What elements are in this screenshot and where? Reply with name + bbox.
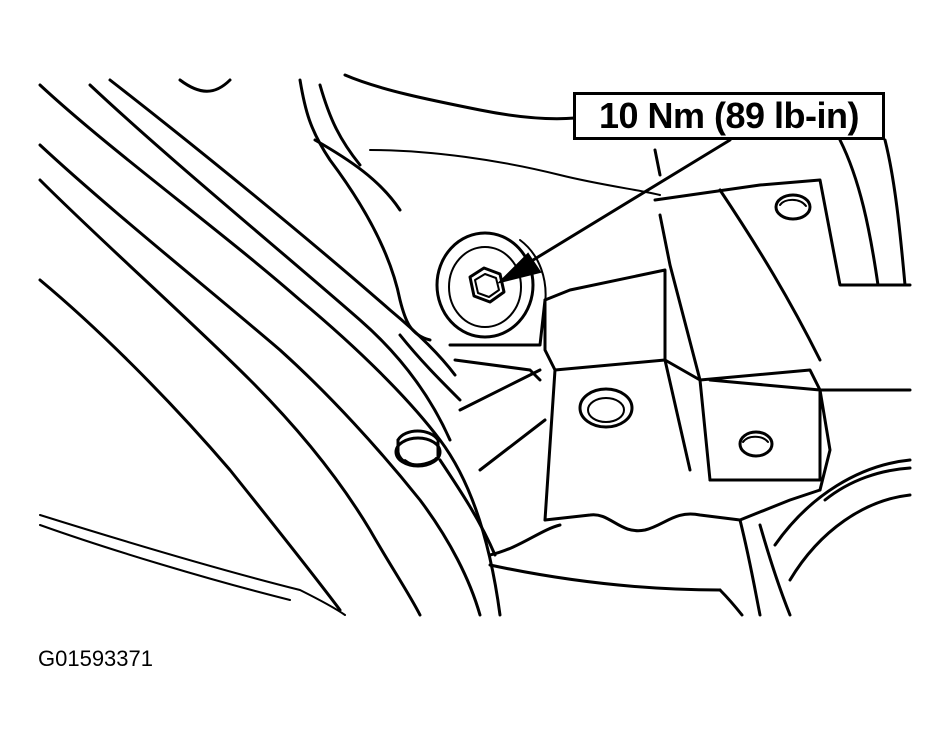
upper-housing (178, 73, 907, 342)
support-arm (38, 78, 502, 617)
mounting-bracket (653, 178, 912, 482)
bolt-boss (435, 231, 547, 339)
figure-id: G01593371 (38, 646, 153, 671)
lower-block (448, 268, 822, 533)
callout-leader-arrow (496, 138, 732, 284)
torque-spec-callout: 10 Nm (89 lb-in) (573, 92, 885, 140)
hex-bolt-icon (468, 266, 506, 304)
lower-housing (398, 333, 912, 617)
side-bolt-icon (394, 429, 442, 468)
